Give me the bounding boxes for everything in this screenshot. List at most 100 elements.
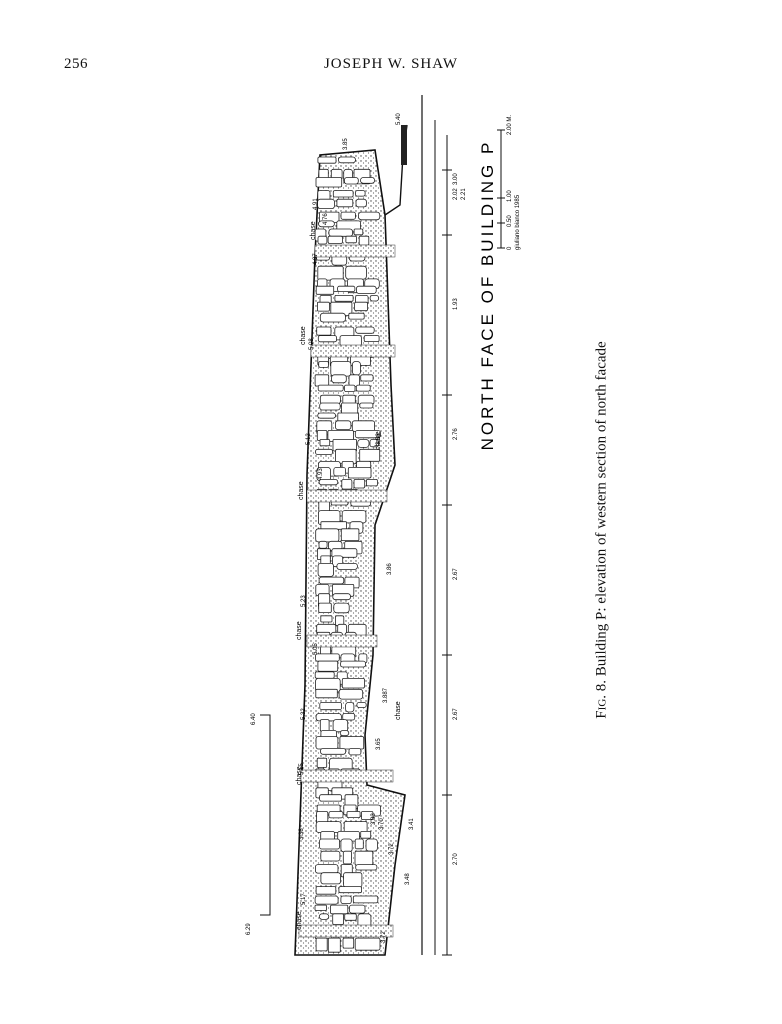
masonry-stone [336,198,354,208]
masonry-stone [358,235,370,246]
masonry-stone [338,688,364,700]
masonry-stone [317,235,328,245]
masonry-stone [317,335,337,343]
masonry-stone [319,394,341,405]
elevation-label: 4.76 [323,213,329,225]
masonry-stone [317,156,337,164]
masonry-stone [315,886,337,895]
masonry-stone [320,615,333,623]
masonry-stone [327,937,341,953]
masonry-stone [355,384,371,392]
masonry-stone [315,285,335,295]
elevation-label: 5.23 [301,595,307,607]
elevation-labels: 5.40 3.85 4.91 4.76 4.87 5.08 5.12 3.56 … [246,113,415,943]
elevation-label: 3.72 [381,931,387,943]
elevation-label: 5.05 [313,643,319,655]
masonry-stone [318,361,329,368]
masonry-stone [315,528,340,543]
chase-label: chase [395,701,402,720]
elevation-label: 3.85 [343,138,349,150]
masonry-stone [332,593,351,601]
masonry-stone [344,913,357,921]
elevation-label: 4.93 [318,468,324,480]
masonry-stone [333,466,347,477]
masonry-stone [339,736,365,750]
masonry-stone [361,811,374,821]
masonry-stone [330,361,352,377]
masonry-stone [339,730,350,737]
masonry-stone [340,211,356,220]
chase-label: chase [296,766,303,785]
masonry-stone [320,748,347,755]
masonry-stone [348,748,362,756]
masonry-stone [359,402,374,409]
masonry-stone [314,671,335,679]
masonry-stone [341,510,367,524]
masonry-stone [354,838,364,850]
scale-bar: 0 0.50 1.00 2.00 M. giuliano bianco 1985 [497,115,521,250]
masonry-stone [317,562,334,577]
masonry-stone [341,478,353,490]
scale-tick-200: 2.00 M. [507,115,513,135]
masonry-stone [317,660,339,672]
masonry-stone [363,335,380,342]
masonry-stone [319,702,343,711]
masonry-stone [318,478,339,486]
masonry-stone [315,448,333,455]
elevation-label: 5.15 [299,763,305,775]
masonry-stone [331,548,358,558]
masonry-stone [328,228,354,237]
masonry-stone [316,326,332,336]
masonry-stone [369,294,380,302]
dimension-value: 2.67 [453,708,459,720]
chase-label: chase [296,621,303,640]
masonry-stone [358,211,381,221]
elevation-label: 5.40 [396,113,402,125]
masonry-stone [317,301,330,312]
masonry-stone [348,312,365,320]
masonry-stone [315,736,339,750]
dimension-value: 2.67 [453,568,459,580]
masonry-stone [320,521,348,530]
masonry-stone [356,285,377,294]
masonry-stone [317,412,336,419]
caption-number: 8. [593,679,610,692]
masonry-stone [317,198,335,209]
elevation-label: 3.70 [379,818,385,830]
running-head: JOSEPH W. SHAW [323,56,459,72]
elevation-label: 3.48 [405,873,411,885]
masonry-stone [315,864,339,874]
masonry-stone [359,448,381,462]
masonry-stone [319,312,346,323]
masonry-stone [345,235,357,244]
caption-prefix: Fig. [593,694,610,719]
scale-tick-050: 0.50 [507,215,513,227]
masonry-stone [318,540,328,549]
masonry-stone [335,420,352,430]
masonry-stone [357,439,370,448]
masonry-stone [315,821,342,833]
dimension-values: 3.00 2.02 2.21 1.93 2.76 2.67 2.67 2.70 [453,173,467,865]
masonry-stone [354,301,368,312]
elevation-label: 6.29 [246,923,252,935]
masonry-stone [345,702,355,713]
masonry-stone [352,361,361,376]
drawing-credit: giuliano bianco 1985 [515,194,521,250]
elevation-label: 3.72 [389,843,395,855]
masonry-stone [320,850,341,862]
masonry-stone [360,374,374,382]
masonry-stone [340,895,352,904]
masonry-stone [333,602,350,614]
masonry-stone [341,678,365,689]
figure-caption: Fig. 8. Building P: elevation of western… [587,330,617,730]
scale-tick-0: 0 [507,246,513,250]
masonry-stone [318,602,332,614]
masonry-stone [315,653,340,662]
elevation-label: 5.12 [306,433,312,445]
masonry-stone [349,904,366,914]
elevation-label: 5.32 [301,708,307,720]
masonry-stone [315,177,343,188]
dimension-ticks [442,169,452,956]
masonry-stone [320,872,342,885]
masonry-stone [344,177,359,185]
